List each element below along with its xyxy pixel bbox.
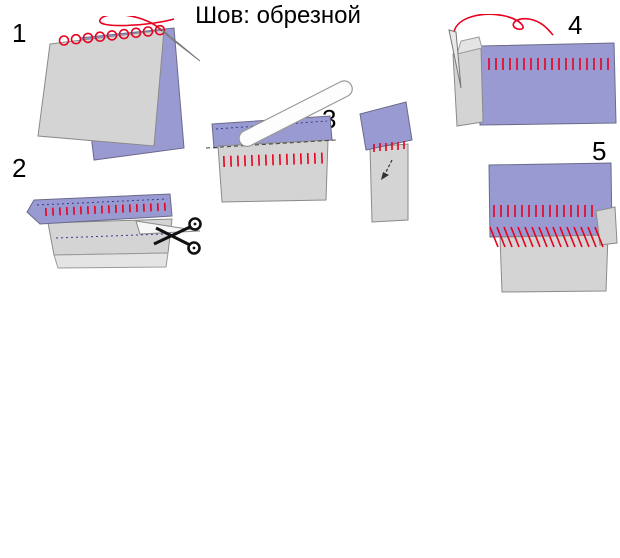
stitch-row [488, 58, 609, 70]
scissors-icon [153, 217, 202, 255]
bottom-fabric [499, 234, 609, 293]
fold-tab [595, 206, 618, 246]
step-3-illustration [205, 80, 353, 203]
stitch-row [373, 141, 405, 152]
step-4-illustration [448, 14, 617, 127]
under-layer-2 [53, 252, 169, 269]
main-fabric [479, 42, 617, 126]
top-fabric [488, 162, 613, 238]
overcast-stitches [489, 226, 604, 248]
step-5-label: 5 [592, 136, 607, 166]
body-fabric [369, 143, 409, 223]
fold-line [205, 139, 337, 149]
step-1-label: 1 [12, 18, 27, 48]
step-5-illustration [488, 162, 618, 293]
cut-arrow-icon [383, 159, 393, 177]
seam-fold [456, 36, 483, 55]
step-3-side-view [359, 101, 413, 223]
thread [99, 16, 175, 32]
stitch-row [493, 205, 593, 217]
thread [453, 14, 554, 36]
step-4-label: 4 [568, 10, 583, 40]
stitch-row [222, 152, 323, 168]
whip-stitches [58, 24, 166, 46]
step-2-label: 2 [12, 153, 27, 183]
needle-icon [159, 27, 201, 62]
diagram-title: Шов: обрезной [195, 2, 361, 29]
guide-line-top [36, 198, 168, 206]
needle-icon [448, 29, 462, 89]
top-layer [26, 193, 173, 225]
guide-line-bottom [55, 233, 165, 239]
pressing-tool-icon [238, 80, 353, 147]
cut-arrow-head [381, 172, 389, 180]
body-fabric [217, 139, 329, 203]
folded-flap [359, 101, 413, 151]
fabric-front-piece [37, 29, 165, 147]
step-2-illustration [26, 193, 202, 269]
step-1-illustration [37, 16, 201, 161]
stitch-row [45, 202, 166, 217]
